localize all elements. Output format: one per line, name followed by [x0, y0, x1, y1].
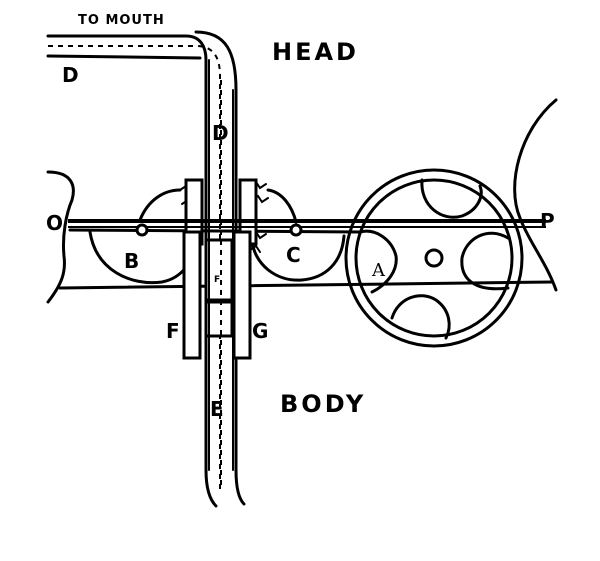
- wheel-scoop-bottom: [390, 294, 451, 340]
- label-p: P: [540, 209, 555, 233]
- tube-inner-dashes: [48, 45, 221, 490]
- label-f: F: [166, 319, 180, 343]
- label-o: O: [46, 211, 63, 235]
- wheel-scoop-right: [460, 231, 510, 291]
- gear-teeth-right: [249, 180, 269, 253]
- wheel-scoop-left: [358, 229, 398, 294]
- plate-f: [182, 230, 202, 360]
- body-upper-edge: [68, 228, 362, 234]
- pivot-b: [135, 223, 149, 237]
- body-outline-left: [46, 170, 75, 304]
- label-to-mouth: TO MOUTH: [78, 13, 165, 28]
- label-d-mid: D: [212, 121, 229, 145]
- label-f-small: F: [214, 275, 220, 285]
- label-c: C: [286, 243, 301, 267]
- half-disc-c: [250, 234, 346, 282]
- label-e: E: [210, 397, 224, 421]
- wheel-a-inner: [354, 178, 514, 338]
- bracket-b: [138, 188, 182, 222]
- wheel-a-hub: [424, 248, 444, 268]
- label-g: G: [252, 319, 268, 343]
- label-head: HEAD: [272, 38, 359, 66]
- head-outline-right: [513, 98, 558, 292]
- half-disc-b: [88, 230, 196, 285]
- tube-outer-right: [46, 30, 246, 506]
- label-b: B: [124, 249, 139, 273]
- pivot-c: [289, 223, 303, 237]
- label-a: A: [371, 260, 386, 281]
- wheel-a-outer: [344, 168, 524, 348]
- body-lower-edge: [58, 280, 554, 290]
- plate-g: [232, 230, 252, 360]
- tube-outer-left: [46, 34, 218, 508]
- label-body: BODY: [280, 390, 366, 418]
- label-d-top: D: [62, 63, 79, 87]
- bracket-c: [266, 188, 298, 224]
- wheel-scoop-top: [420, 178, 483, 219]
- slider-block: [204, 300, 234, 338]
